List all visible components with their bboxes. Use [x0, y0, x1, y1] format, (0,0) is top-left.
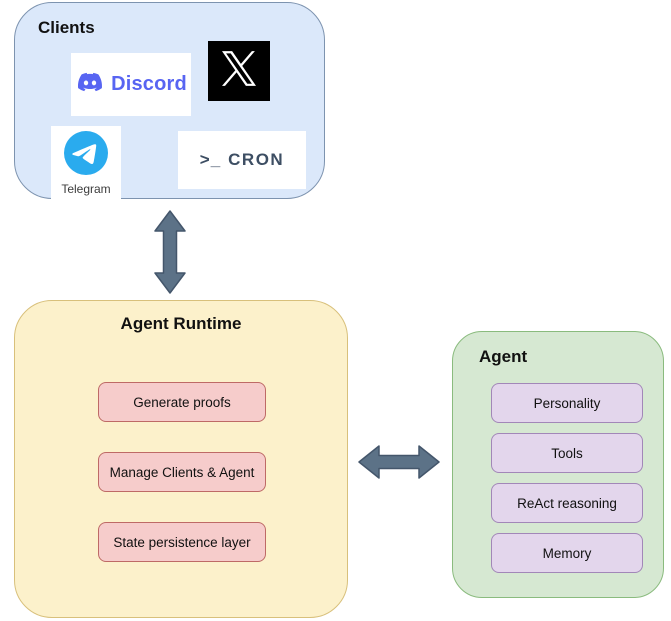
- agent-item-personality: Personality: [491, 383, 643, 423]
- telegram-label: Telegram: [61, 182, 111, 196]
- x-logo-card: [208, 41, 270, 101]
- agent-item-label: ReAct reasoning: [517, 495, 617, 511]
- agent-runtime-box: Agent Runtime Generate proofs Manage Cli…: [14, 300, 348, 618]
- agent-box: Agent Personality Tools ReAct reasoning …: [452, 331, 664, 598]
- agent-title: Agent: [479, 347, 528, 366]
- runtime-item-label: Generate proofs: [133, 394, 231, 410]
- runtime-item-state-persistence: State persistence layer: [98, 522, 266, 562]
- runtime-item-manage-clients-agent: Manage Clients & Agent: [98, 452, 266, 492]
- clients-box: Clients Discord Telegram: [14, 2, 325, 201]
- agent-item-label: Personality: [533, 395, 601, 411]
- telegram-icon: [64, 130, 108, 180]
- cron-wordmark: CRON: [228, 150, 285, 169]
- agent-runtime-title: Agent Runtime: [120, 314, 242, 333]
- clients-title: Clients: [38, 18, 95, 37]
- x-logo-icon: [222, 51, 256, 91]
- runtime-item-generate-proofs: Generate proofs: [98, 382, 266, 422]
- discord-wordmark: Discord: [111, 73, 187, 95]
- terminal-prompt-icon: >_: [199, 150, 222, 169]
- double-arrow-vertical-icon: [153, 209, 187, 295]
- agent-item-label: Tools: [551, 445, 583, 461]
- cron-logo-card: >_ CRON: [178, 131, 306, 189]
- agent-item-memory: Memory: [491, 533, 643, 573]
- double-arrow-horizontal-icon: [357, 443, 441, 481]
- runtime-item-label: State persistence layer: [113, 534, 251, 550]
- agent-item-label: Memory: [542, 545, 592, 561]
- runtime-item-label: Manage Clients & Agent: [109, 464, 255, 480]
- discord-icon: [75, 70, 105, 99]
- agent-item-tools: Tools: [491, 433, 643, 473]
- telegram-logo-card: Telegram: [51, 126, 121, 201]
- discord-logo-card: Discord: [71, 53, 191, 116]
- agent-item-react-reasoning: ReAct reasoning: [491, 483, 643, 523]
